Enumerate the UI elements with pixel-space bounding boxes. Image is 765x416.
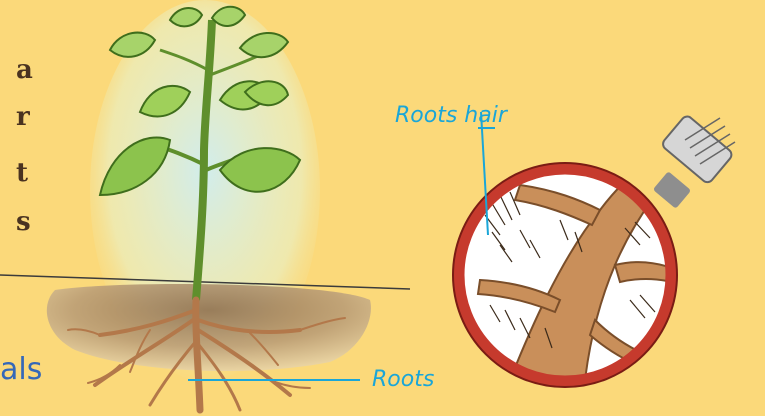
roots-label: Roots bbox=[372, 367, 434, 392]
magnifier-handle bbox=[653, 114, 735, 209]
roots-hair-label: Roots hair bbox=[395, 103, 507, 128]
